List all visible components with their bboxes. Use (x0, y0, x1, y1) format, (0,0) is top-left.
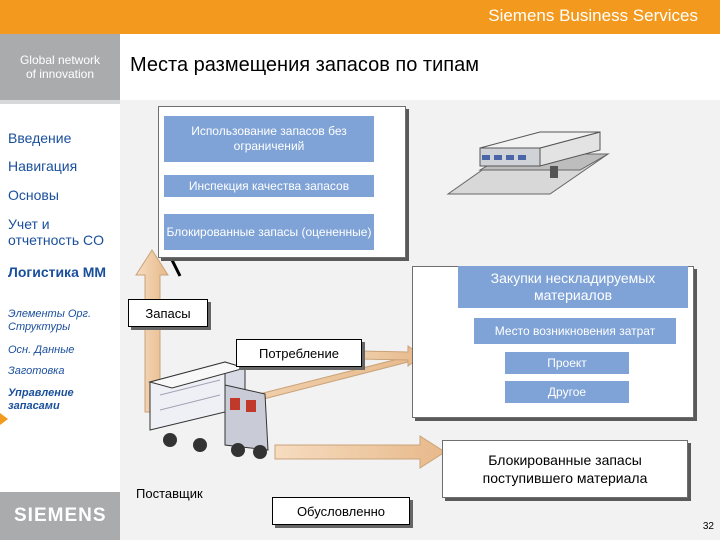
supplier-label: Поставщик (136, 486, 203, 501)
consumption-label: Потребление (236, 339, 362, 367)
page-title: Места размещения запасов по типам (130, 54, 479, 76)
sidebar-item-basics[interactable]: Основы (8, 187, 59, 203)
sidebar-item-master-data[interactable]: Осн. Данные (8, 344, 75, 356)
blocked-goods-receipt-box: Блокированные запасы поступившего матери… (442, 440, 688, 498)
truck-icon (148, 361, 269, 459)
sidebar-item-procurement[interactable]: Заготовка (8, 365, 65, 377)
stock-blocked-valued: Блокированные запасы (оцененные) (164, 214, 374, 250)
logo-area (0, 492, 120, 540)
page-number: 32 (702, 521, 714, 532)
stock-quality-inspection: Инспекция качества запасов (164, 175, 374, 197)
stock-unrestricted: Использование запасов без ограничений (164, 116, 374, 162)
tagline: Global network of innovation (0, 34, 120, 100)
tagline-line-2: of innovation (25, 67, 95, 81)
sidebar-item-navigation[interactable]: Навигация (8, 158, 78, 174)
sidebar-item-logistics[interactable]: Логистика ММ (8, 264, 107, 280)
warehouse-icon (446, 131, 610, 195)
procurement-cost-center: Место возникновения затрат (474, 318, 676, 344)
active-item-marker (0, 413, 8, 425)
sidebar-item-intro[interactable]: Введение (8, 130, 72, 146)
brand-name: Siemens Business Services (488, 6, 698, 25)
sidebar-item-accounting[interactable]: Учет и отчетность CO (8, 216, 105, 248)
arrow-to-goods-receipt (274, 435, 446, 469)
header-band (120, 34, 720, 100)
sidebar-item-inventory[interactable]: Управление запасами (8, 387, 74, 412)
sidebar-item-org-structure[interactable]: Элементы Орг. Структуры (8, 308, 92, 333)
top-bar (0, 0, 720, 34)
siemens-logo: SIEMENS (14, 505, 107, 526)
procurement-other: Другое (505, 381, 629, 403)
conditional-label: Обусловленно (272, 497, 410, 525)
tagline-line-1: Global network (19, 53, 101, 67)
procurement-project: Проект (505, 352, 629, 374)
stock-label: Запасы (128, 299, 208, 327)
procurement-title: Закупки нескладируемых материалов (458, 266, 688, 308)
diagram-graphics (135, 131, 610, 469)
sidebar-divider (0, 100, 120, 104)
